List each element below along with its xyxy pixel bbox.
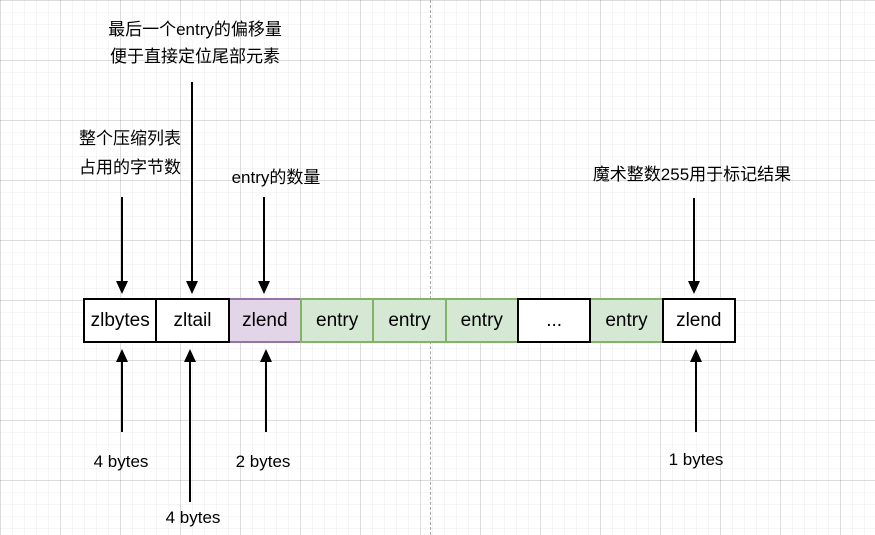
box-entry-3-label: entry (460, 309, 503, 331)
box-entry-n-label: entry (605, 309, 648, 331)
box-entry-1-label: entry (316, 309, 359, 331)
box-zlbytes-label: zlbytes (90, 309, 150, 331)
box-ellipsis-label: ... (546, 309, 563, 331)
box-ellipsis: ... (516, 298, 592, 343)
note-zltail-line2: 便于直接定位尾部元素 (109, 47, 280, 66)
byte-label-zllen: 2 bytes (235, 452, 291, 471)
note-zlbytes: 整个压缩列表 占用的字节数 (79, 124, 181, 182)
box-zltail: zltail (155, 298, 230, 343)
note-zlbytes-line1: 整个压缩列表 (79, 129, 181, 148)
box-entry-1: entry (299, 298, 375, 343)
note-zllen: entry的数量 (232, 164, 321, 191)
note-zlbytes-line2: 占用的字节数 (79, 158, 181, 177)
box-zlend-purple: zlend (227, 298, 302, 343)
box-entry-n: entry (589, 298, 664, 343)
byte-label-zlend: 1 bytes (668, 450, 724, 469)
note-zltail-line1: 最后一个entry的偏移量 (108, 20, 282, 39)
box-zlend-end: zlend (661, 298, 736, 343)
box-entry-2: entry (372, 298, 447, 343)
box-zlend-purple-label: zlend (242, 309, 288, 331)
box-entry-3: entry (444, 298, 519, 343)
ziplist-structure: zlbytes zltail zlend entry entry entry .… (83, 298, 736, 343)
box-zltail-label: zltail (173, 309, 212, 331)
page-break-line (430, 0, 431, 535)
byte-label-zltail: 4 bytes (165, 508, 221, 527)
box-zlend-end-label: zlend (676, 309, 722, 331)
box-zlbytes: zlbytes (83, 298, 158, 343)
note-zlend-line1: 魔术整数255用于标记结果 (592, 165, 792, 184)
note-zllen-line1: entry的数量 (231, 168, 321, 187)
note-zlend: 魔术整数255用于标记结果 (593, 161, 791, 188)
byte-label-zlbytes: 4 bytes (93, 452, 149, 471)
box-entry-2-label: entry (388, 309, 431, 331)
note-zltail: 最后一个entry的偏移量 便于直接定位尾部元素 (108, 16, 282, 70)
